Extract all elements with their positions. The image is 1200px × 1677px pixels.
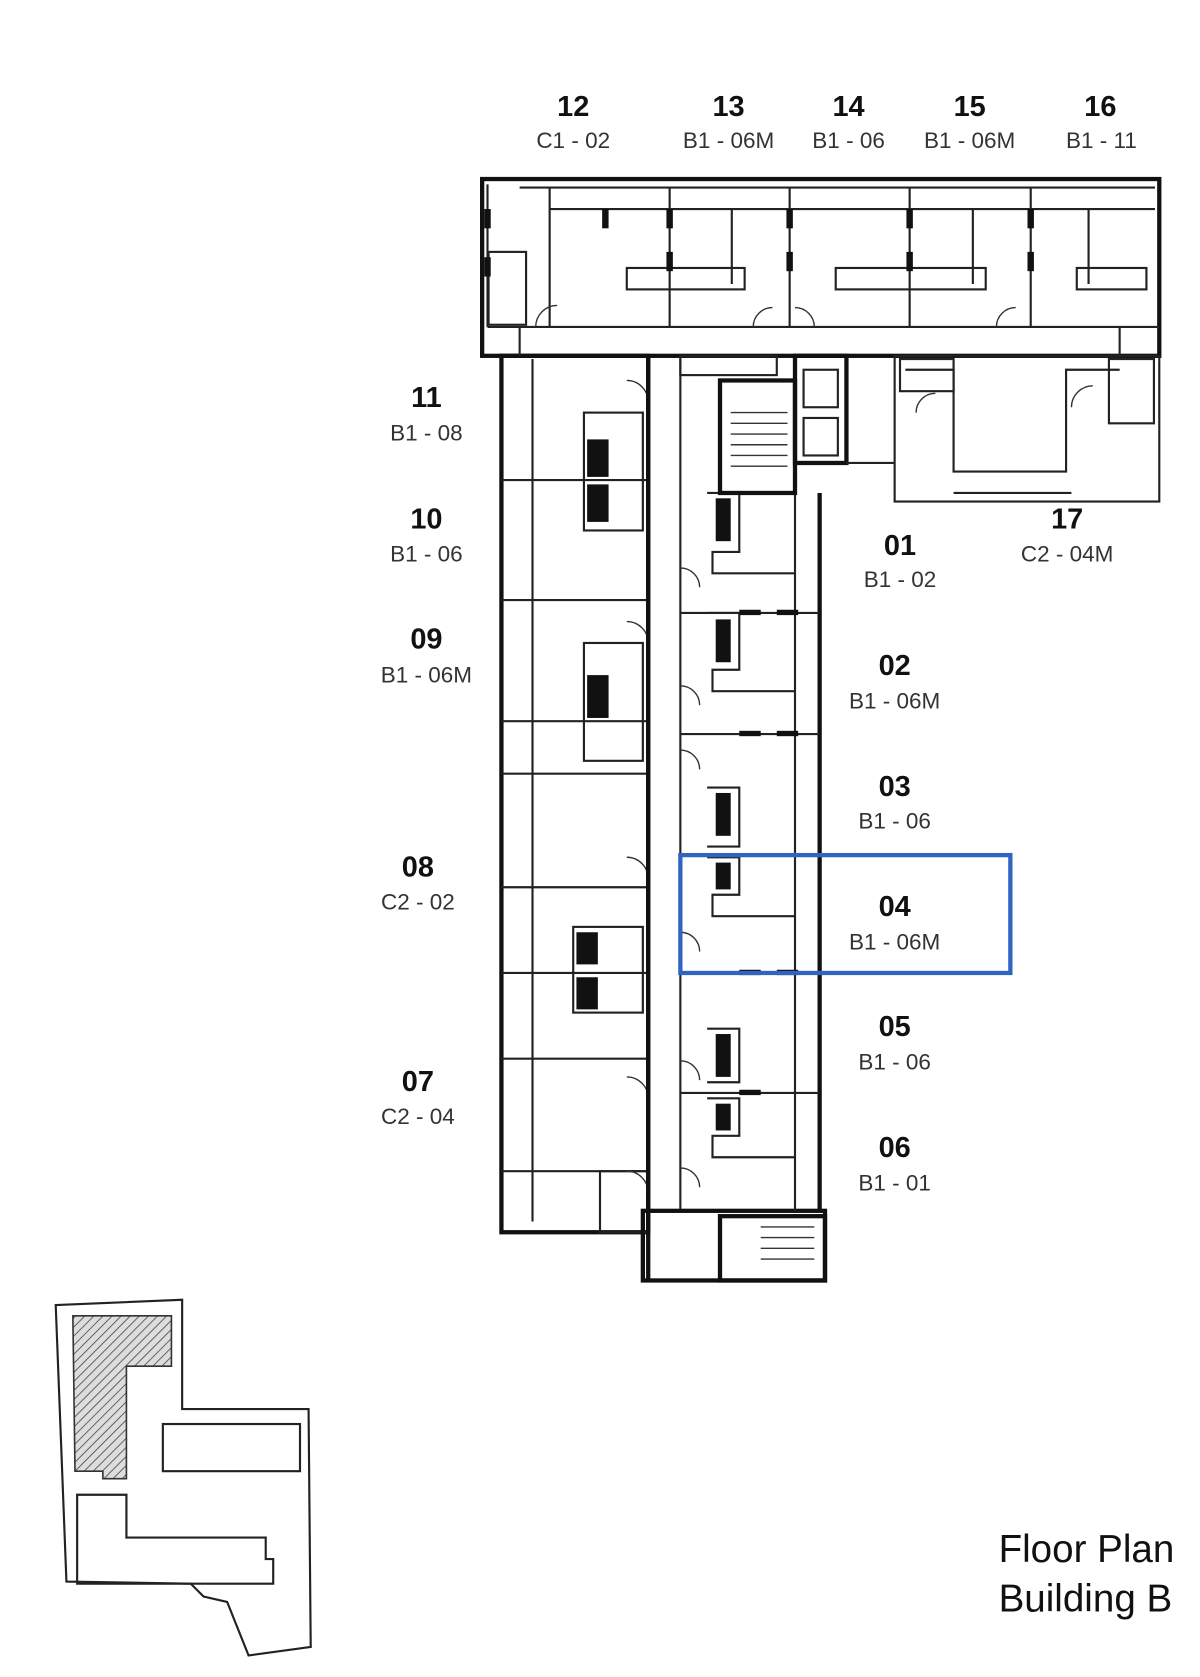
svg-text:B1 - 06: B1 - 06 <box>812 128 885 153</box>
svg-text:12: 12 <box>557 91 589 123</box>
svg-text:11: 11 <box>411 382 442 414</box>
selected-unit-highlight[interactable] <box>678 852 1013 976</box>
stair-lift-core <box>679 353 849 1283</box>
svg-text:B1 - 02: B1 - 02 <box>864 567 937 592</box>
svg-text:14: 14 <box>832 91 864 123</box>
svg-text:13: 13 <box>712 91 744 123</box>
unit-12-label[interactable]: 12 C1 - 02 <box>536 91 610 153</box>
svg-text:17: 17 <box>1051 503 1083 535</box>
plan-title: Floor Plan Building B <box>999 1528 1175 1620</box>
svg-text:B1 - 08: B1 - 08 <box>390 420 463 445</box>
svg-text:02: 02 <box>879 650 911 682</box>
unit-17-block <box>846 326 1161 503</box>
unit-15-label[interactable]: 15 B1 - 06M <box>924 91 1015 153</box>
svg-text:C2 - 02: C2 - 02 <box>381 890 455 915</box>
svg-text:B1 - 06M: B1 - 06M <box>849 688 940 713</box>
unit-01-label[interactable]: 01 B1 - 02 <box>864 530 937 592</box>
svg-text:04: 04 <box>879 891 911 923</box>
unit-02-label[interactable]: 02 B1 - 06M <box>849 650 940 713</box>
svg-text:08: 08 <box>402 852 434 884</box>
svg-text:Floor Plan: Floor Plan <box>999 1528 1175 1571</box>
unit-10-label[interactable]: 10 B1 - 06 <box>390 503 463 566</box>
svg-text:C2 - 04M: C2 - 04M <box>1021 542 1114 567</box>
svg-text:C1 - 02: C1 - 02 <box>536 128 610 153</box>
svg-text:B1 - 11: B1 - 11 <box>1066 128 1137 153</box>
unit-03-label[interactable]: 03 B1 - 06 <box>858 771 931 833</box>
svg-text:B1 - 06: B1 - 06 <box>858 1049 931 1074</box>
unit-09-label[interactable]: 09 B1 - 06M <box>381 623 472 687</box>
unit-17-label[interactable]: 17 C2 - 04M <box>1021 503 1114 566</box>
svg-text:B1 - 06M: B1 - 06M <box>381 663 472 688</box>
unit-05-label[interactable]: 05 B1 - 06 <box>858 1011 931 1074</box>
svg-text:B1 - 06M: B1 - 06M <box>924 128 1015 153</box>
unit-16-label[interactable]: 16 B1 - 11 <box>1066 91 1137 153</box>
svg-text:05: 05 <box>879 1011 911 1043</box>
svg-text:B1 - 06: B1 - 06 <box>858 808 931 833</box>
unit-08-label[interactable]: 08 C2 - 02 <box>381 852 455 915</box>
svg-text:10: 10 <box>410 503 442 535</box>
unit-13-label[interactable]: 13 B1 - 06M <box>683 91 774 153</box>
unit-06-label[interactable]: 06 B1 - 01 <box>858 1132 931 1195</box>
svg-text:09: 09 <box>410 623 442 655</box>
left-wing <box>499 326 651 1235</box>
site-key-plan <box>54 1298 312 1657</box>
svg-text:B1 - 01: B1 - 01 <box>858 1170 931 1195</box>
unit-07-label[interactable]: 07 C2 - 04 <box>381 1066 455 1129</box>
svg-text:Building B: Building B <box>999 1578 1173 1621</box>
unit-14-label[interactable]: 14 B1 - 06 <box>812 91 885 153</box>
svg-text:B1 - 06M: B1 - 06M <box>683 128 774 153</box>
svg-text:01: 01 <box>884 530 916 562</box>
svg-text:03: 03 <box>879 771 911 803</box>
top-wing <box>479 176 1162 358</box>
svg-text:B1 - 06: B1 - 06 <box>390 542 463 567</box>
svg-text:07: 07 <box>402 1066 434 1098</box>
svg-text:C2 - 04: C2 - 04 <box>381 1104 455 1129</box>
svg-text:B1 - 06M: B1 - 06M <box>849 929 940 954</box>
svg-text:16: 16 <box>1084 91 1116 123</box>
svg-text:15: 15 <box>954 91 986 123</box>
svg-text:06: 06 <box>879 1132 911 1164</box>
unit-11-label[interactable]: 11 B1 - 08 <box>390 382 463 445</box>
unit-04-label[interactable]: 04 B1 - 06M <box>849 891 940 954</box>
